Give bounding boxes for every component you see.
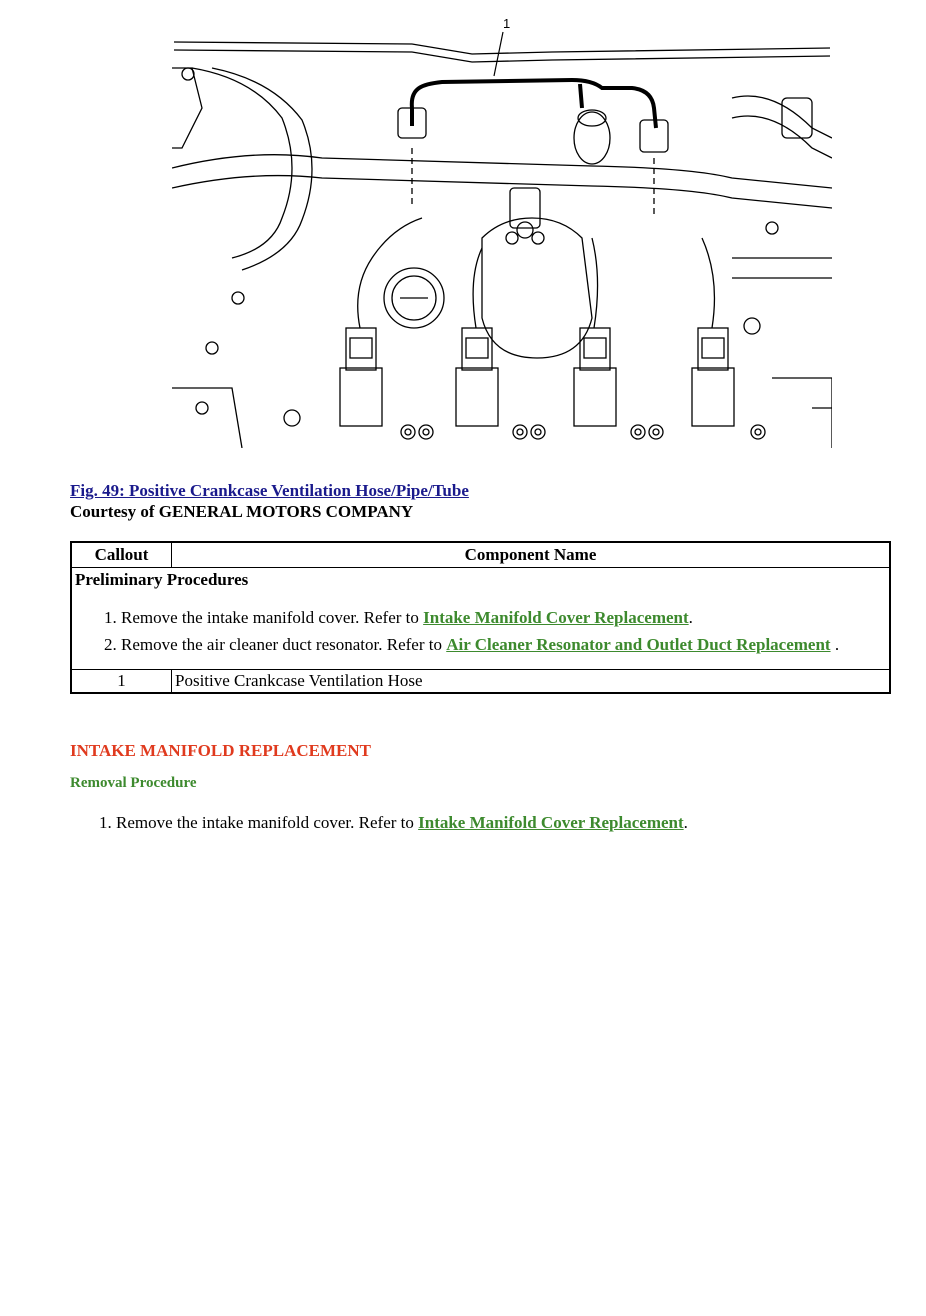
section-title: INTAKE MANIFOLD REPLACEMENT	[70, 741, 371, 760]
callout-table: Callout Component Name Preliminary Proce…	[70, 541, 891, 694]
preliminary-step: Remove the intake manifold cover. Refer …	[121, 607, 886, 628]
preliminary-row: Preliminary Procedures Remove the intake…	[70, 567, 891, 670]
engine-diagram: 1	[172, 16, 832, 448]
preliminary-cell: Preliminary Procedures Remove the intake…	[70, 567, 891, 670]
preliminary-title: Preliminary Procedures	[75, 570, 249, 589]
air-cleaner-resonator-link[interactable]: Air Cleaner Resonator and Outlet Duct Re…	[446, 635, 831, 654]
removal-steps: Remove the intake manifold cover. Refer …	[70, 812, 896, 833]
header-component-name: Component Name	[171, 541, 891, 568]
preliminary-steps: Remove the intake manifold cover. Refer …	[75, 607, 886, 655]
header-callout: Callout	[70, 541, 172, 568]
coil-pack-1	[339, 327, 383, 427]
callout-number: 1	[70, 669, 172, 694]
coil-pack-4	[691, 327, 735, 427]
preliminary-step: Remove the air cleaner duct resonator. R…	[121, 634, 886, 655]
coil-pack-2	[455, 327, 499, 427]
figure-caption: Fig. 49: Positive Crankcase Ventilation …	[70, 480, 469, 501]
removal-step: Remove the intake manifold cover. Refer …	[116, 812, 896, 833]
engine-diagram-figure: 1	[172, 8, 832, 448]
callout-label-1: 1	[503, 16, 510, 31]
table-row: 1 Positive Crankcase Ventilation Hose	[70, 669, 891, 694]
component-name: Positive Crankcase Ventilation Hose	[171, 669, 891, 694]
intake-manifold-cover-link[interactable]: Intake Manifold Cover Replacement	[423, 608, 689, 627]
intake-manifold-cover-link-2[interactable]: Intake Manifold Cover Replacement	[418, 813, 684, 832]
table-header-row: Callout Component Name	[70, 541, 891, 568]
figure-link[interactable]: Fig. 49: Positive Crankcase Ventilation …	[70, 481, 469, 500]
removal-procedure-title: Removal Procedure	[70, 775, 197, 791]
figure-courtesy: Courtesy of GENERAL MOTORS COMPANY	[70, 502, 414, 521]
coil-pack-3	[573, 327, 617, 427]
